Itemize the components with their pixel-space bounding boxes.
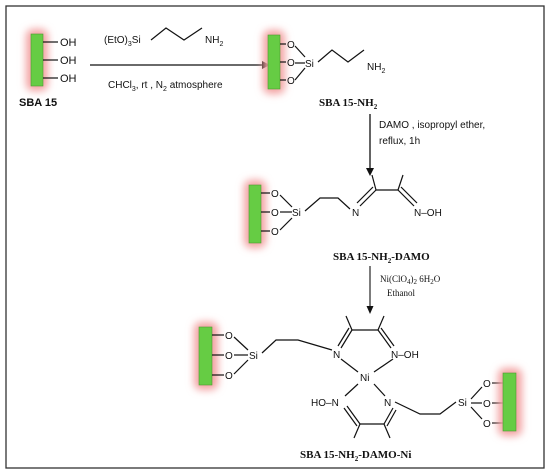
hydroxyl-label: OH	[60, 55, 77, 67]
svg-text:N–OH: N–OH	[391, 350, 419, 361]
step2-conditions-line2: reflux, 1h	[379, 136, 420, 147]
svg-text:O: O	[287, 58, 295, 69]
svg-text:N–OH: N–OH	[414, 208, 442, 219]
sba15-nh2-damo-label: SBA 15-NH2-DAMO	[333, 251, 430, 265]
svg-text:O: O	[225, 351, 233, 362]
svg-text:O: O	[287, 40, 295, 51]
hydroxyl-label: OH	[60, 73, 77, 85]
step3-arrowhead	[366, 306, 374, 314]
svg-text:O: O	[271, 227, 279, 238]
svg-text:(EtO)3Si: (EtO)3Si	[104, 35, 141, 48]
svg-text:O: O	[271, 208, 279, 219]
svg-text:Si: Si	[292, 208, 301, 219]
svg-text:O: O	[225, 331, 233, 342]
svg-text:Si: Si	[458, 398, 467, 409]
svg-text:O: O	[287, 76, 295, 87]
svg-text:O: O	[271, 189, 279, 200]
sba15-nh2-damo-ni-label: SBA 15-NH2-DAMO-Ni	[300, 449, 411, 463]
svg-text:O: O	[225, 371, 233, 382]
svg-text:NH2: NH2	[205, 35, 223, 48]
svg-text:N: N	[384, 398, 391, 409]
svg-text:Si: Si	[249, 351, 258, 362]
ni-complex: O O O Si N N–OH Ni HO–N N Si	[194, 315, 522, 439]
step3-conditions-line1: Ni(ClO4)2 6H2O	[380, 274, 441, 286]
hydroxyl-label: OH	[60, 37, 77, 49]
nickel-atom: Ni	[360, 373, 369, 384]
svg-text:O: O	[483, 399, 491, 410]
svg-text:O: O	[483, 379, 491, 390]
svg-text:N: N	[333, 350, 340, 361]
svg-text:HO–N: HO–N	[311, 398, 339, 409]
sba15-label: SBA 15	[19, 97, 57, 109]
svg-text:O: O	[483, 419, 491, 430]
sba15-nh2-label: SBA 15-NH2	[319, 97, 378, 111]
step3-conditions-line2: Ethanol	[387, 288, 415, 298]
sba15-nh2-particle: O O O Si NH2	[263, 30, 385, 94]
step2-conditions-line1: DAMO , isopropyl ether,	[379, 120, 485, 131]
svg-text:Si: Si	[305, 59, 314, 70]
svg-text:N: N	[352, 208, 359, 219]
step1-conditions: CHCl3, rt , N2 atmosphere	[108, 80, 223, 93]
step2-arrowhead	[366, 168, 374, 176]
sba15-nh2-damo-particle: O O O Si N N–OH	[244, 174, 442, 248]
step1-reagent: (EtO)3Si NH2	[104, 27, 223, 48]
svg-text:NH2: NH2	[367, 62, 385, 75]
sba15-particle: OH OH OH	[26, 29, 77, 91]
